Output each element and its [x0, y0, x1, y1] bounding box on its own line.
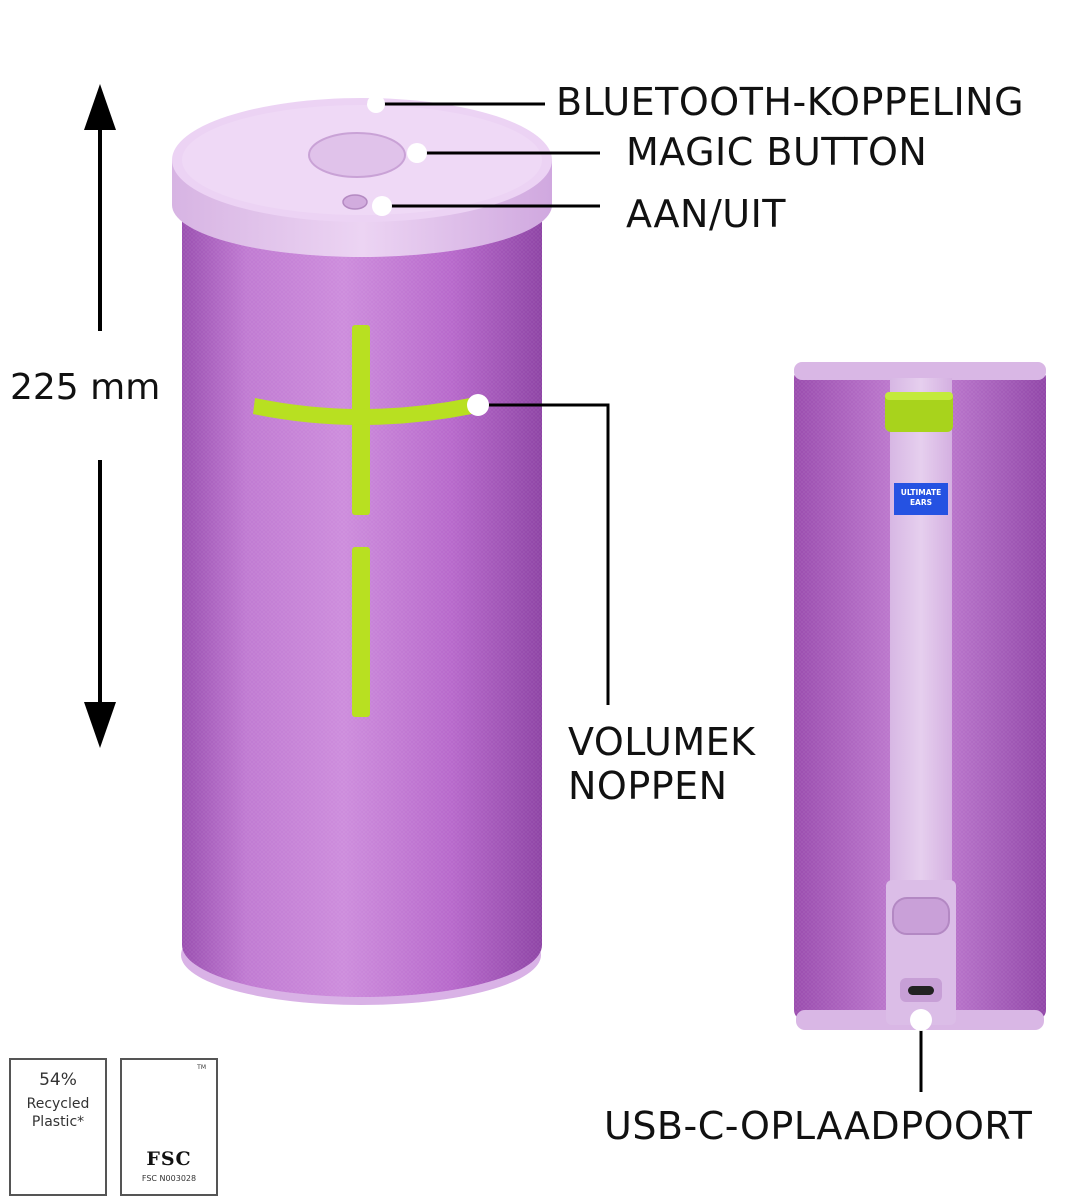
recycled-percent: 54% [39, 1070, 77, 1090]
ultimate-ears-logo: ULTIMATE EARS [894, 483, 948, 515]
magic-button-shape [308, 132, 406, 178]
fsc-license-code: FSC N003028 [141, 1174, 197, 1183]
power-button-shape [342, 194, 368, 210]
brand-line2: EARS [909, 498, 933, 507]
volume-buttons-label-line2: NOPPEN [568, 764, 728, 808]
fsc-wordmark: FSC [146, 1148, 192, 1170]
height-dimension-label: 225 mm [10, 367, 161, 408]
volume-buttons-label-line1: VOLUMEK [568, 720, 756, 764]
recycled-plastic-badge: 54% Recycled Plastic* [9, 1058, 107, 1196]
front-speaker [172, 98, 552, 1005]
power-label: AAN/UIT [626, 192, 787, 236]
back-speaker [794, 362, 1046, 1030]
recycled-line2: Plastic* [31, 1114, 85, 1130]
brand-line1: ULTIMATE [900, 488, 942, 497]
recycled-line1: Recycled [26, 1096, 90, 1112]
magic-button-label: MAGIC BUTTON [626, 130, 928, 174]
usb-c-charging-port-label: USB-C-OPLAADPOORT [604, 1104, 1033, 1148]
callout-dots [367, 95, 932, 1031]
volume-minus-bar [352, 547, 370, 717]
bluetooth-pairing-label: BLUETOOTH-KOPPELING [556, 80, 1025, 124]
fsc-badge: TM FSC FSC N003028 [120, 1058, 218, 1196]
callout-leaders [376, 102, 923, 1092]
fsc-trademark: TM [197, 1064, 206, 1071]
volume-plus-horizontal [253, 398, 472, 425]
height-dimension-arrow [84, 84, 116, 748]
